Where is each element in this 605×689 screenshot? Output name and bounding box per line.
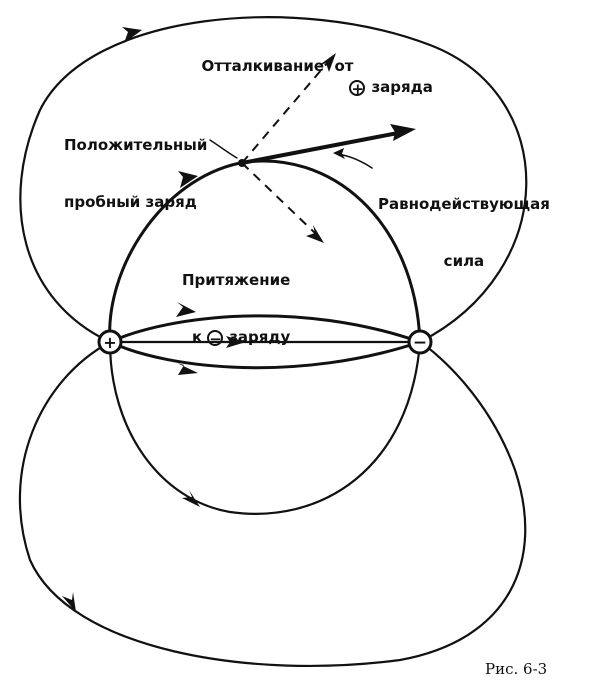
field-arrow-axis <box>226 336 246 348</box>
resultant-label-line1: Равнодействующая <box>378 195 550 213</box>
attraction-vector <box>241 162 317 235</box>
negative-sign-icon: − <box>207 330 224 348</box>
repulsion-label-line2: заряда <box>371 78 433 96</box>
repulsion-label-line1: Отталкивание от <box>201 57 354 75</box>
resultant-label: Равнодействующая сила <box>378 157 550 290</box>
attraction-label-prefix: к <box>192 328 203 346</box>
positive-charge: + <box>97 329 123 355</box>
attraction-label-line1: Притяжение <box>182 271 291 289</box>
resultant-arrowhead <box>390 124 416 141</box>
field-arrow-inner-lower <box>182 490 200 507</box>
resultant-force-vector <box>241 131 399 165</box>
field-line-outer-upper <box>19 16 528 344</box>
test-charge-label-line1: Положительный <box>64 136 208 154</box>
field-arrow-inner-upper <box>178 171 198 188</box>
figure-caption: Рис. 6-3 <box>485 660 548 678</box>
field-line-near-upper <box>108 314 422 344</box>
negative-charge: − <box>407 329 433 355</box>
field-arrow-near-lower <box>177 363 198 375</box>
repulsion-label: Отталкивание от <box>191 38 354 76</box>
test-charge-label-line2: пробный заряд <box>64 193 197 211</box>
positive-sign-icon: + <box>349 80 366 98</box>
positive-charge-symbol: + <box>103 333 116 352</box>
field-line-inner-lower <box>108 340 422 515</box>
negative-charge-symbol: − <box>413 333 427 353</box>
attraction-arrowhead <box>306 225 324 243</box>
repulsion-vector <box>241 61 329 164</box>
test-charge-label: Положительный пробный заряд <box>64 98 207 231</box>
resultant-pointer-arrowhead <box>333 148 345 159</box>
field-arrow-outer-upper <box>122 27 142 43</box>
field-arrow-near-upper <box>176 302 196 317</box>
test-charge-pointer <box>209 139 238 159</box>
field-line-near-lower <box>108 340 422 370</box>
attraction-label: Притяжение к−заряду <box>182 233 290 366</box>
repulsion-arrowhead <box>318 53 336 72</box>
field-line-outer-lower <box>18 340 527 668</box>
test-charge-dot <box>238 159 246 167</box>
repulsion-label-second-line: + заряда <box>337 59 433 97</box>
field-arrow-outer-lower <box>62 592 76 612</box>
attraction-label-line2: заряду <box>229 328 291 346</box>
resultant-label-line2: сила <box>443 252 485 270</box>
